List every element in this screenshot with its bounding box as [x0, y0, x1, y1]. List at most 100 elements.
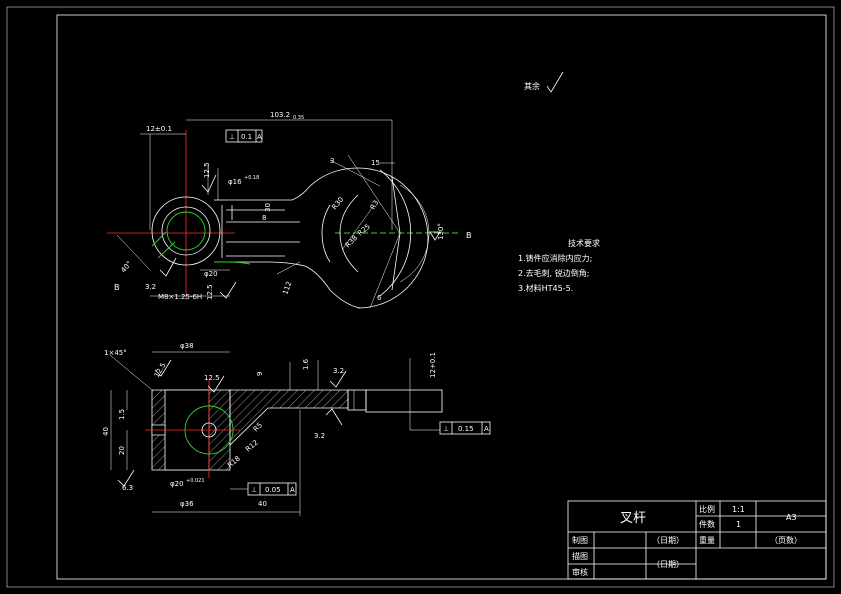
fork-dim-line-1: [347, 154, 401, 234]
front-dim-r12: R12: [244, 439, 260, 454]
boss-bore: [166, 211, 206, 251]
front-dim-ra-2: 12.5: [204, 374, 220, 382]
tb-traced-label: 描图: [572, 551, 588, 561]
angle-arc: [399, 184, 430, 283]
fork-dim-line-3: [329, 159, 381, 187]
dim-bore: φ16: [228, 178, 242, 186]
dim-112: 112: [281, 280, 293, 295]
title-block: 叉杆 比例 1:1 件数 1 A3 制图 （日期） 重量 （页数） 描图 审核 …: [567, 500, 827, 580]
tb-drawn-label: 制图: [572, 535, 588, 545]
front-boss-circle: [184, 405, 234, 455]
arm-bottom-edge: [214, 261, 361, 309]
roughness-icon-4: [154, 359, 172, 377]
dim-bore-tol: +0.18: [244, 175, 259, 181]
label-b-right: B: [466, 231, 472, 240]
tol-frame-3-symbol: ⊥: [251, 486, 257, 494]
front-dim-bore2-tol: +0.021: [186, 478, 205, 484]
label-b-left: B: [114, 283, 120, 292]
boss-mid: [161, 206, 211, 256]
front-dim-9: 9: [256, 372, 264, 376]
tb-scale-label: 比例: [699, 504, 715, 514]
roughness-icon-5: [207, 375, 225, 393]
title-block-frame: [567, 500, 827, 580]
front-dim-40b: 40: [258, 500, 267, 508]
front-dim-chamfer: 1×45°: [104, 349, 127, 357]
arrow-icon-b: [429, 231, 441, 241]
tb-checked-label: 审核: [572, 567, 588, 577]
boss-outer: [151, 196, 221, 266]
fork-tip: [391, 176, 401, 291]
tol-frame-2-value: 0.15: [458, 425, 474, 433]
dim-r38: R38: [344, 234, 359, 249]
tol-frame-1: [225, 129, 263, 143]
front-dim-r5: R5: [252, 421, 264, 433]
arm-top-edge: [214, 167, 359, 201]
roughness-symbol-icon: [546, 71, 564, 93]
front-dim-ra-1: 12.5: [153, 361, 168, 379]
dim-left-offset: 12±0.1: [146, 125, 172, 133]
front-fork-end: [365, 389, 443, 413]
front-dim-ra-r: 3.2: [314, 432, 325, 440]
tb-date-2: （日期）: [652, 560, 684, 569]
dim-112-line: [276, 261, 301, 275]
top-view: ⊥ 0.1 A 103.2 0.35 12±0.1 φ16 +0.18 12.5…: [107, 111, 472, 309]
front-dim-phi36: φ36: [180, 500, 194, 508]
tol-frame-1-datum: A: [257, 133, 262, 141]
inner-frame: [56, 14, 827, 580]
tb-part-name: 叉杆: [620, 511, 646, 526]
tb-weight-label: 重量: [699, 535, 715, 545]
tb-date-1: （日期）: [652, 536, 684, 545]
dim-32: 3.2: [145, 283, 156, 291]
dim-15: 15: [371, 159, 380, 167]
dim-8: 8: [262, 214, 266, 222]
front-dim-40: 40: [102, 427, 110, 436]
tb-qty-value: 1: [736, 520, 741, 529]
fork-dim-line-2: [369, 232, 401, 309]
dim-3: 3: [330, 157, 334, 165]
dim-130deg: 130°: [437, 223, 445, 240]
tb-qty-label: 件数: [699, 519, 715, 529]
tb-pages: （页数）: [770, 535, 802, 545]
tol-frame-1-value: 0.1: [241, 133, 252, 141]
tech-req-line-1: 1.铸件应消除内应力;: [518, 253, 592, 263]
tol-frame-3-value: 0.05: [265, 486, 281, 494]
tech-req-line-2: 2.去毛刺, 锐边倒角;: [518, 268, 589, 278]
tol-frame-3-datum: A: [290, 486, 295, 494]
roughness-icon-7: [325, 408, 343, 426]
front-dim-phi38: φ38: [180, 342, 194, 350]
arm-fillet-green: [214, 261, 251, 265]
tol-frame-2: [439, 421, 491, 435]
front-small-hole: [201, 422, 217, 438]
front-dim-ra-63: 6.3: [122, 484, 133, 492]
fork-outer-arc: [357, 167, 429, 309]
dim-ra-left: 12.5: [206, 284, 214, 300]
tech-requirements: 技术要求 1.铸件应消除内应力; 2.去毛刺, 锐边倒角; 3.材料HT45-5…: [518, 238, 600, 293]
roughness-icon-3: [201, 174, 217, 193]
tol-frame-2-datum: A: [484, 425, 489, 433]
tol-frame-2-symbol: ⊥: [443, 425, 449, 433]
dim-ra-top: 12.5: [203, 162, 211, 178]
dim-phi20: φ20: [204, 270, 218, 278]
tech-req-title: 技术要求: [568, 238, 600, 248]
fork-dim-line-4: [341, 207, 373, 251]
dim-r3: R3: [369, 199, 381, 211]
dim-overall-tol: 0.35: [293, 115, 304, 121]
dim-thread: M8×1.25-6H: [158, 293, 202, 301]
roughness-icon-6: [329, 370, 347, 388]
front-arm-section: [229, 389, 349, 446]
fork-sector: [379, 169, 412, 297]
outer-frame: [6, 6, 835, 588]
bore-hatch: [151, 231, 176, 259]
front-dim-12-tol: 12+0.1: [429, 352, 437, 378]
front-view: ⊥ 0.15 A ⊥ 0.05 A 1×45° φ38 12.5 12.5 9 …: [102, 342, 491, 516]
roughness-icon-2: [219, 281, 237, 299]
dim-40deg-line: [116, 234, 151, 271]
front-dim-20: 20: [118, 446, 126, 455]
dim-overall-length: 103.2: [270, 111, 290, 119]
arm-hidden: [226, 209, 300, 257]
fork-inner-arc-2: [321, 204, 331, 263]
front-dim-16: 1.6: [302, 358, 310, 370]
front-dim-bore2: φ20: [170, 480, 184, 488]
tech-req-line-3: 3.材料HT45-5.: [518, 283, 573, 293]
